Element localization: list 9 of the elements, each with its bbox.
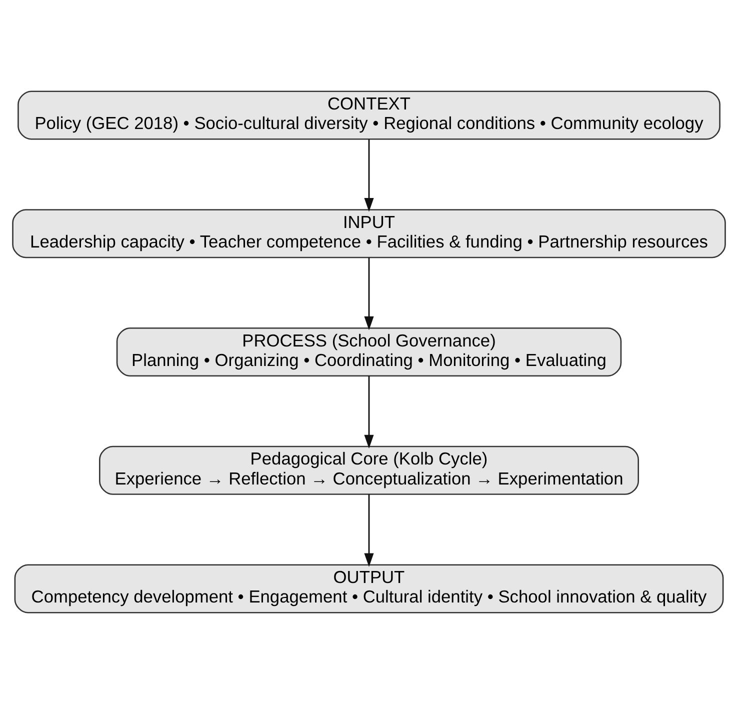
node-box: Pedagogical Core (Kolb Cycle) Experience → Reflection → Conceptualization → Experimentation	[99, 446, 639, 495]
arrow	[364, 494, 374, 567]
arrow	[364, 258, 374, 330]
arrow	[364, 376, 374, 449]
node-box: CONTEXT Policy (GEC 2018) • Socio-cultural diversity • Regional conditions • Community ecology	[18, 90, 720, 140]
arrow	[364, 139, 374, 212]
node-box: OUTPUT Competency development • Engagement • Cultural identity • School innovation & quality	[14, 564, 724, 614]
node-box: INPUT Leadership capacity • Teacher competence • Facilities & funding • Partnership resources	[12, 209, 726, 258]
node-box: PROCESS (School Governance) Planning • Organizing • Coordinating • Monitoring • Evaluating	[116, 327, 622, 377]
